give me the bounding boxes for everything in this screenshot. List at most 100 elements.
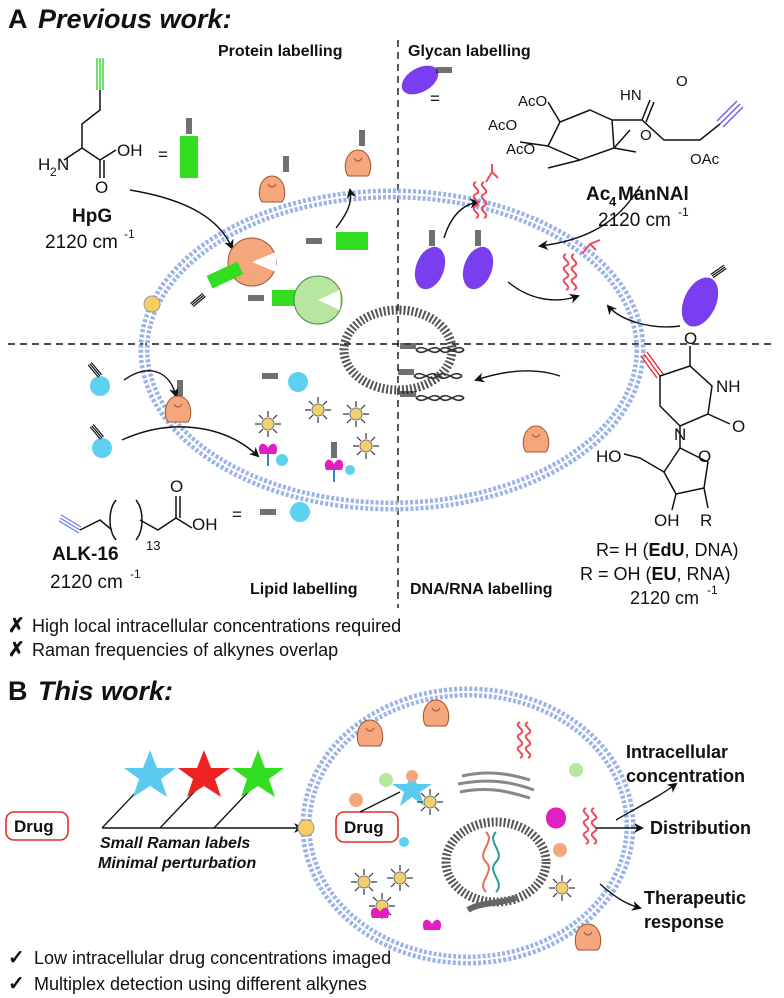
edu-ring-o: O [698, 447, 711, 466]
alkyne-icon [177, 379, 183, 397]
glycan-tree-icon [581, 239, 601, 255]
blue-star-icon [392, 770, 432, 806]
output-therapeutic-1: Therapeutic [644, 888, 746, 908]
glycoprotein-icon [562, 253, 578, 291]
membrane-protein-icon [422, 699, 450, 727]
membrane-protein-icon [522, 425, 550, 453]
arrow-to-therapeutic [599, 883, 642, 911]
ac4-frequency-exp: -1 [678, 205, 689, 219]
purple-sugar-icon [414, 246, 446, 290]
orange-protein-icon [553, 843, 567, 857]
equals-alk16: = [232, 505, 242, 524]
acylated-protein-icon [164, 395, 192, 423]
membrane-protein-icon [258, 175, 286, 203]
alkyne-icon [87, 361, 103, 378]
hpg-carbonyl-o: O [95, 178, 108, 197]
cyan-lipid-icon [290, 502, 310, 522]
green-star-icon [232, 750, 284, 797]
hpg-amine-sub: 2 [50, 165, 57, 179]
arrow-sugar-entry [606, 304, 681, 328]
green-block-icon [180, 136, 198, 178]
edu-ho: HO [596, 447, 622, 466]
alk16-acid-oh: OH [192, 515, 218, 534]
cross-icon: ✗ [8, 615, 25, 637]
hpg-frequency-exp: -1 [124, 227, 135, 241]
lipid-labelling-label: Lipid labelling [250, 581, 358, 598]
edu-line-1: R= H (EdU, DNA) [596, 540, 739, 560]
membrane-protein-icon [344, 149, 372, 177]
glycoprotein-icon [582, 807, 598, 845]
ac4-ring-o: O [640, 127, 652, 144]
edu-structure [623, 346, 731, 511]
alkyne-icon [186, 117, 192, 135]
ac4-name-b: ManNAl [618, 184, 689, 205]
check-icon: ✓ [8, 973, 25, 995]
magenta-protein-icon [370, 907, 390, 918]
protein-labelling-label: Protein labelling [218, 43, 342, 60]
output-therapeutic-2: response [644, 912, 724, 932]
label-linker [101, 787, 141, 829]
edu-line-2: R = OH (EU, RNA) [580, 564, 731, 584]
micelle-icon [352, 432, 380, 460]
alkyne-icon [710, 264, 727, 279]
cyan-lipid-icon [92, 438, 112, 458]
hpg-amine-h: H [38, 155, 50, 174]
ac4-name-a: Ac [586, 184, 611, 205]
alk16-name: ALK-16 [52, 544, 119, 565]
orange-protein-icon [406, 770, 418, 782]
blue-star-icon [124, 750, 176, 797]
drug-box [5, 811, 69, 841]
section-b-letter: B [8, 676, 28, 706]
advantage-1: Low intracellular drug concentrations im… [34, 948, 391, 968]
alk16-frequency-exp: -1 [130, 567, 141, 581]
magenta-protein-icon [324, 441, 355, 482]
edu-nh: NH [716, 377, 741, 396]
magenta-protein-icon [258, 443, 288, 466]
arrow-to-membrane [335, 188, 357, 229]
edu-frequency-exp: -1 [707, 583, 718, 597]
arrow-lipid-2 [121, 426, 260, 458]
limitation-1: High local intracellular concentrations … [32, 616, 401, 636]
check-icon: ✓ [8, 947, 25, 969]
alkyne-icon [261, 373, 279, 379]
micelle-icon [416, 788, 444, 816]
caption-small-labels: Small Raman labels [100, 835, 250, 852]
cyan-lipid-icon [288, 372, 308, 392]
ac4-name-sub: 4 [609, 194, 617, 209]
arrow-to-concentration [615, 782, 678, 821]
edu-oh: OH [654, 511, 680, 530]
ribosome-protein-icon [189, 237, 277, 308]
mitochondrion-icon [466, 895, 518, 913]
section-a-title: Previous work: [38, 4, 232, 34]
red-star-icon [178, 750, 230, 797]
micelle-icon [386, 864, 414, 892]
arrow-ac4-uptake [538, 185, 641, 251]
green-protein-icon [379, 773, 393, 787]
edu-o-right: O [732, 417, 745, 436]
nucleus-b [441, 817, 551, 907]
glycoprotein-icon [516, 721, 532, 759]
cross-icon: ✗ [8, 639, 25, 661]
limitation-2: Raman frequencies of alkynes overlap [32, 640, 338, 660]
micelle-icon [304, 396, 332, 424]
dna-helix-icon [415, 394, 465, 402]
green-protein-complex [247, 275, 343, 325]
green-protein-icon [569, 763, 583, 777]
drug-in-cell-label: Drug [344, 818, 384, 837]
ac4-hn: HN [620, 87, 642, 104]
output-concentration-2: concentration [626, 766, 745, 786]
output-distribution: Distribution [650, 818, 751, 838]
purple-sugar-icon [681, 277, 719, 327]
alk16-structure [58, 496, 193, 541]
section-a-letter: A [8, 4, 28, 34]
membrane-protein-icon [356, 719, 384, 747]
dna-rna-labelling-label: DNA/RNA labelling [410, 581, 553, 598]
micelle-icon [254, 410, 282, 438]
alk16-frequency: 2120 cm [50, 572, 123, 593]
glycan-labelling-label: Glycan labelling [408, 43, 531, 60]
alkyne-icon [359, 129, 365, 147]
alkyne-icon [429, 229, 435, 247]
ac4-aco-1: AcO [518, 93, 547, 110]
arrow-hpg-uptake [129, 189, 234, 250]
